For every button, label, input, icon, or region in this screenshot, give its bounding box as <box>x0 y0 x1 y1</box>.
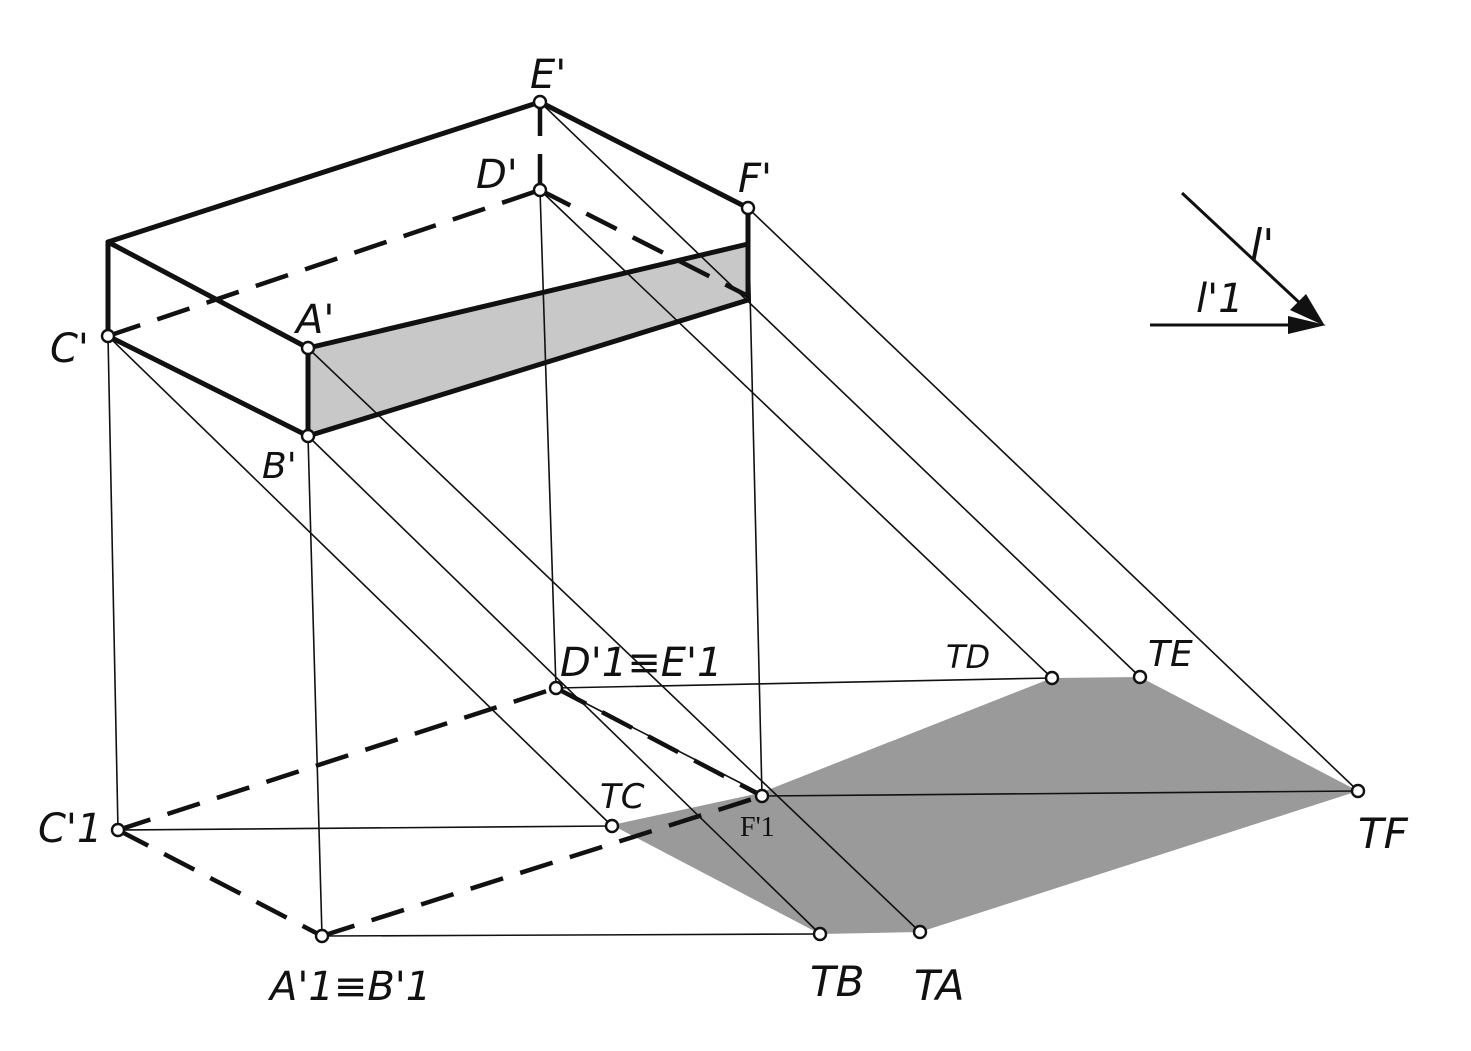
label-C1-prime: C'1 <box>38 806 102 852</box>
shaded-face <box>308 244 748 436</box>
point-T-B <box>812 926 828 942</box>
label-T-A: TA <box>914 961 965 1010</box>
label-T-B: TB <box>810 957 864 1006</box>
point-E-prime <box>532 94 548 110</box>
point-C1-prime <box>110 822 126 838</box>
label-F-prime: F' <box>738 156 772 202</box>
label-T-E: TE <box>1148 634 1193 675</box>
point-T-D <box>1044 670 1060 686</box>
label-l1-prime: l'1 <box>1196 276 1244 322</box>
label-F1-prime: F'1 <box>740 812 775 843</box>
label-T-C: TC <box>600 777 645 817</box>
label-T-D: TD <box>946 638 990 676</box>
point-F-prime <box>740 200 756 216</box>
point-A1B1 <box>314 928 330 944</box>
arrow-head-l1-prime <box>1288 316 1326 334</box>
labels: E' D' F' A' C' B' D'1≡E'1 C'1 A'1≡B'1 F'… <box>38 52 1409 1010</box>
point-D1E1 <box>548 680 564 696</box>
label-D-prime: D' <box>476 152 518 198</box>
label-C-prime: C' <box>50 326 89 372</box>
point-C-prime <box>100 328 116 344</box>
label-E-prime: E' <box>530 52 566 98</box>
box-visible-edges <box>105 99 751 439</box>
point-A-prime <box>300 340 316 356</box>
point-F1-prime <box>754 788 770 804</box>
point-T-F <box>1350 783 1366 799</box>
vertex-points <box>100 94 1366 944</box>
label-T-F: TF <box>1358 809 1409 858</box>
label-B-prime: B' <box>262 446 297 487</box>
arrow-head-l-prime <box>1290 294 1325 326</box>
point-T-E <box>1132 669 1148 685</box>
point-T-C <box>604 818 620 834</box>
label-A1B1: A'1≡B'1 <box>267 964 431 1010</box>
label-l-prime: l' <box>1250 220 1274 271</box>
cast-shadow-region <box>612 677 1358 934</box>
point-T-A <box>912 924 928 940</box>
hidden-edges <box>107 102 764 939</box>
light-direction-arrows <box>1150 191 1326 334</box>
label-D1E1: D'1≡E'1 <box>560 640 722 686</box>
point-B-prime <box>300 428 316 444</box>
point-D-prime <box>532 182 548 198</box>
label-A-prime: A' <box>293 297 334 343</box>
